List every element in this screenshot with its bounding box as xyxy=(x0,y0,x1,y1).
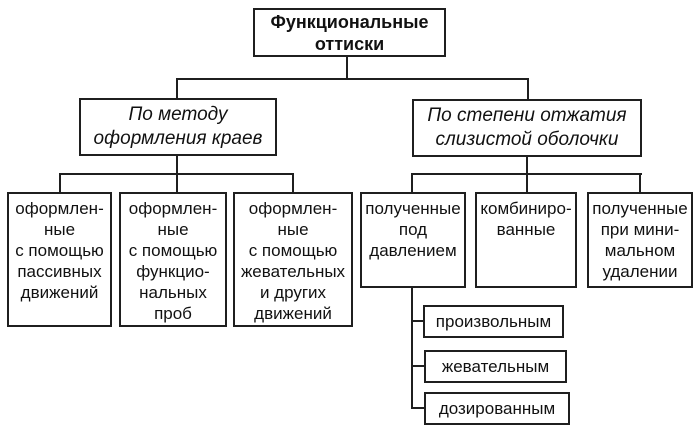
passive-movements-box: оформлен- ные с помощью пассивных движен… xyxy=(7,192,112,327)
connector-arbitrary-tick xyxy=(411,320,423,322)
root-box: Функциональные оттиски xyxy=(253,8,446,57)
connector-passive-drop xyxy=(59,173,61,192)
passive-movements-label: оформлен- ные с помощью пассивных движен… xyxy=(15,199,104,302)
root-label: Функциональные оттиски xyxy=(270,11,429,54)
under-pressure-label: полученные под давлением xyxy=(365,199,461,260)
combined-box: комбиниро- ванные xyxy=(475,192,577,288)
minimal-removal-label: полученные при мини- мальном удалении xyxy=(592,199,688,281)
connector-chewing-drop xyxy=(292,173,294,192)
connector-top-horizontal xyxy=(176,78,529,80)
connector-dosed-tick xyxy=(411,407,424,409)
degree-branch-box: По степени отжатия слизистой оболочки xyxy=(412,99,642,157)
minimal-removal-box: полученные при мини- мальном удалении xyxy=(587,192,693,288)
functional-tests-box: оформлен- ные с помощью функцио- нальных… xyxy=(119,192,227,327)
functional-tests-label: оформлен- ные с помощью функцио- нальных… xyxy=(128,199,218,323)
connector-right-branch-drop xyxy=(527,78,529,100)
connector-minimal-drop xyxy=(639,173,641,192)
connector-pressure-drop xyxy=(411,173,413,192)
arbitrary-pressure-label: произвольным xyxy=(435,311,552,331)
chewing-pressure-box: жевательным xyxy=(424,350,567,383)
dosed-pressure-box: дозированным xyxy=(424,392,570,425)
arbitrary-pressure-box: произвольным xyxy=(423,305,564,338)
combined-label: комбиниро- ванные xyxy=(480,199,572,239)
chewing-pressure-label: жевательным xyxy=(441,356,550,376)
connector-root-vertical xyxy=(346,56,348,79)
method-branch-box: По методу оформления краев xyxy=(79,98,277,156)
connector-right-horizontal xyxy=(411,173,642,175)
method-branch-label: По методу оформления краев xyxy=(93,104,263,149)
degree-branch-label: По степени отжатия слизистой оболочки xyxy=(427,105,627,150)
chewing-movements-box: оформлен- ные с помощью жевательных и др… xyxy=(233,192,353,327)
connector-left-branch-drop xyxy=(176,78,178,98)
connector-left-horizontal xyxy=(59,173,294,175)
under-pressure-box: полученные под давлением xyxy=(360,192,466,288)
connector-pressure-sub-stem xyxy=(411,288,413,409)
dosed-pressure-label: дозированным xyxy=(438,398,556,418)
connector-chewing-sub-tick xyxy=(411,365,424,367)
chewing-movements-label: оформлен- ные с помощью жевательных и др… xyxy=(240,199,346,323)
